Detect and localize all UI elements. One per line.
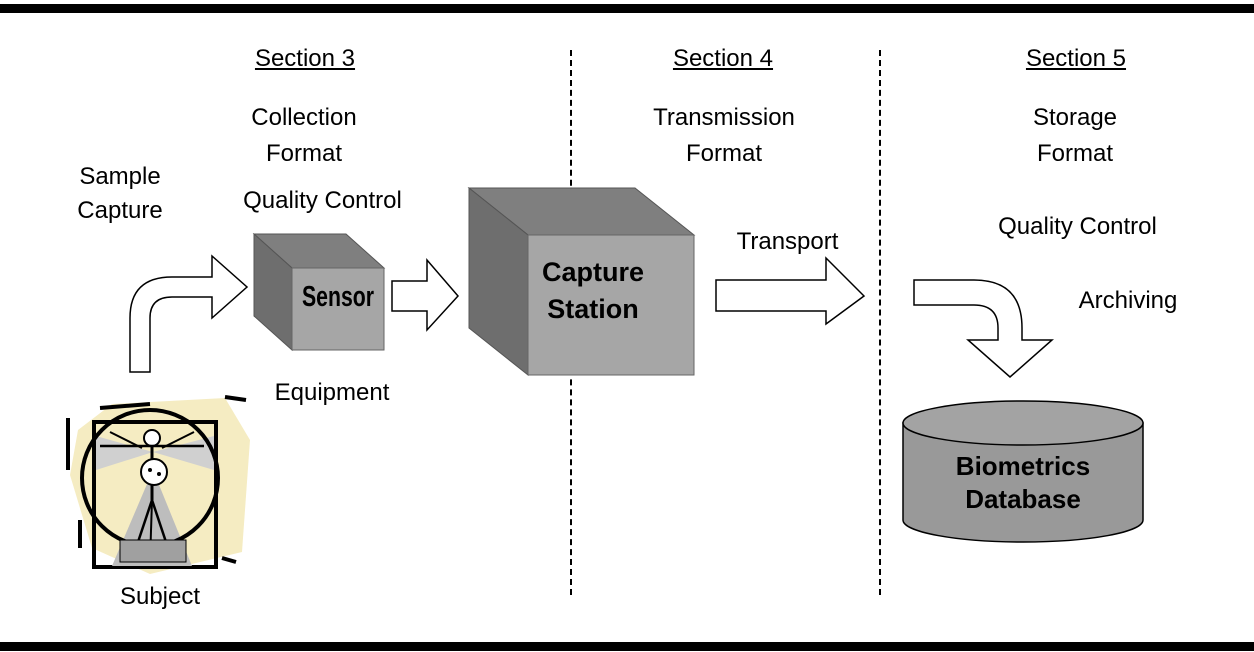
subject-figure-icon [66,395,250,574]
archiving-label: Archiving [1078,287,1178,314]
sensor-box: Sensor [252,232,386,352]
section-3-heading: Section 3 [254,45,356,72]
database-body [902,422,1144,543]
database-top [902,400,1144,446]
sensor-to-capture-arrow [391,257,460,332]
capture-station-box: Capture Station [467,186,696,377]
bottom-rule [0,642,1254,651]
sample-capture-arrow [129,254,249,373]
sample-capture-line2: Capture [77,197,163,224]
capture-station-label-line1: Capture [542,257,644,287]
database-label-line2: Database [965,484,1081,514]
storage-format-line1: Storage [1032,104,1118,131]
sensor-box-label: Sensor [302,281,374,313]
biometrics-database: Biometrics Database [902,400,1144,543]
sample-capture-line1: Sample [79,163,161,190]
database-label-line1: Biometrics [956,451,1090,481]
archiving-arrow [913,279,1054,378]
capture-station-front [527,234,695,376]
capture-station-label-line2: Station [547,294,639,324]
collection-format-line1: Collection [251,104,357,131]
subject-label: Subject [119,583,201,610]
quality-control-storage-label: Quality Control [998,213,1157,240]
section-4-heading: Section 4 [672,45,774,72]
section-5-heading: Section 5 [1025,45,1127,72]
collection-format-line2: Format [265,140,342,167]
storage-format-line2: Format [1036,140,1113,167]
top-rule [0,4,1254,13]
quality-control-collection-label: Quality Control [243,187,402,214]
sensor-box-front [291,267,385,351]
transmission-format-line2: Format [685,140,762,167]
transport-arrow [715,256,866,326]
transmission-format-line1: Transmission [653,104,795,131]
section-divider-right [879,50,881,595]
transport-label: Transport [736,228,839,255]
equipment-label: Equipment [274,379,390,406]
